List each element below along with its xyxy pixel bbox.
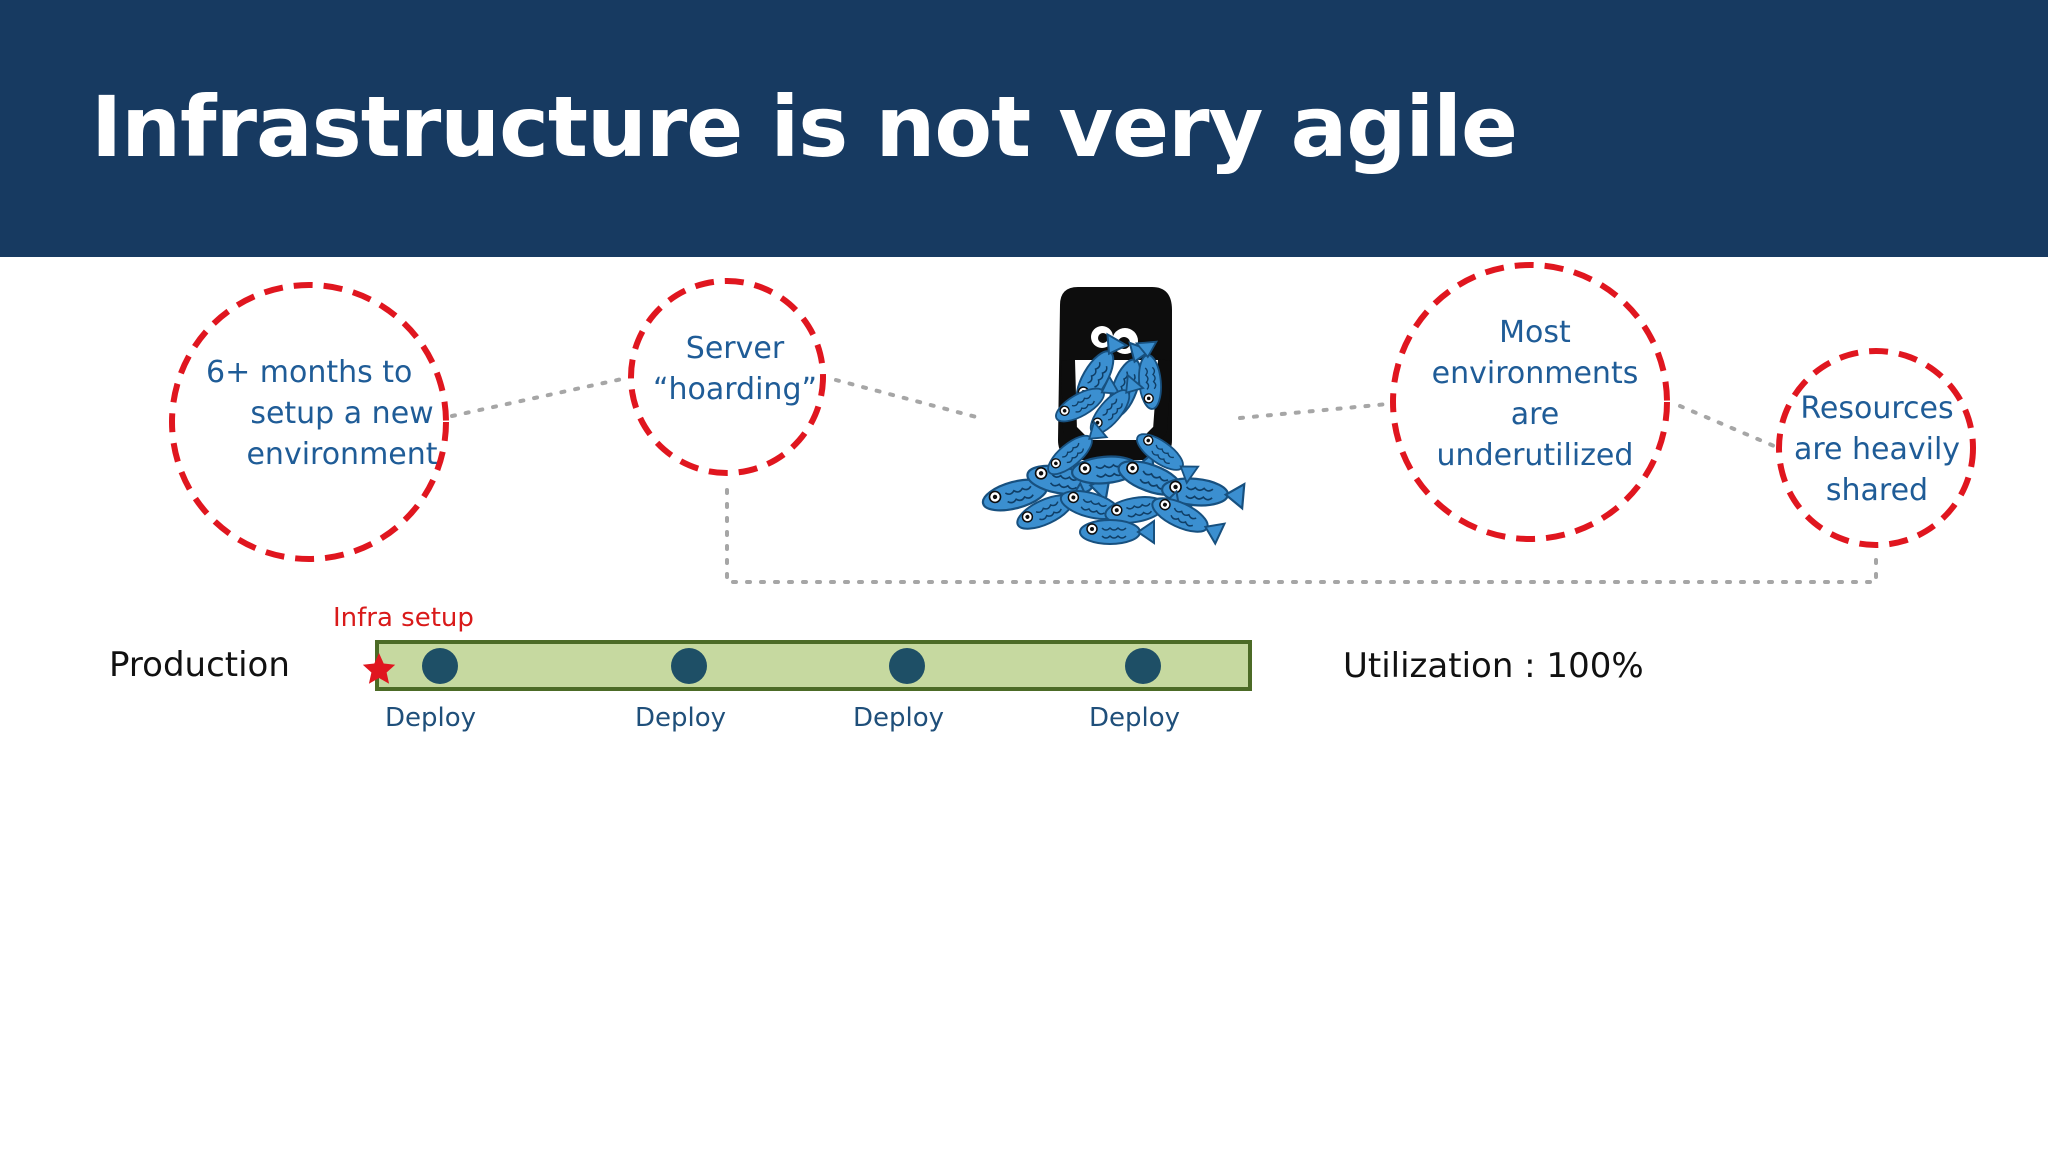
fish-icon <box>1136 433 1200 485</box>
production-label: Production <box>109 645 290 685</box>
bubble-underutilized-line-1: Most <box>1499 315 1571 350</box>
infra-setup-label: Infra setup <box>333 603 474 633</box>
deploy-dot-1 <box>422 648 458 684</box>
bubble-shared-resources-line-2: are heavily <box>1793 432 1961 467</box>
slide-title: Infrastructure is not very agile <box>91 78 1518 176</box>
bubble-underutilized-text: Most environments are underutilized <box>1400 312 1670 476</box>
deploy-label-2: Deploy <box>635 703 727 733</box>
bubble-underutilized-line-2: environments <box>1431 356 1639 391</box>
fish-pile <box>981 332 1246 546</box>
bubble-setup-time-text: 6+ months to setup a new environment <box>190 352 450 475</box>
bubble-setup-time-line-2: setup a new <box>250 396 434 431</box>
deploy-dot-2 <box>671 648 707 684</box>
bubble-shared-resources-line-3: shared <box>1825 473 1929 508</box>
fish-icon <box>1161 477 1246 511</box>
connector-bottom-bracket <box>725 488 1878 584</box>
deploy-label-3: Deploy <box>853 703 945 733</box>
bubble-setup-time-line-3: environment <box>246 437 438 472</box>
timeline-bar <box>375 640 1252 691</box>
connector-illustration-bubble3 <box>1238 402 1390 420</box>
bubble-underutilized-line-3: are <box>1510 397 1560 432</box>
fish-icon <box>1079 519 1155 545</box>
fish-icon <box>1134 340 1162 410</box>
bubbles <box>169 262 1976 562</box>
deploy-dot-3 <box>889 648 925 684</box>
bubble-setup-time <box>169 282 449 562</box>
penguin-fish-illustration <box>981 287 1246 546</box>
utilization-label: Utilization : 100% <box>1343 646 1644 686</box>
production-timeline <box>362 640 1252 691</box>
deploy-label-4: Deploy <box>1089 703 1181 733</box>
connector-bubble3-bubble4 <box>1678 404 1776 448</box>
bubble-shared-resources <box>1776 348 1976 548</box>
bubble-server-hoarding-line-2: “hoarding” <box>652 372 818 407</box>
bubble-server-hoarding-text: Server “hoarding” <box>633 328 837 410</box>
connectors <box>450 377 1878 584</box>
bubble-server-hoarding <box>628 278 826 476</box>
fish-icon <box>1055 374 1121 423</box>
bubble-shared-resources-text: Resources are heavily shared <box>1776 388 1978 511</box>
title-banner: Infrastructure is not very agile <box>0 0 2048 257</box>
bubble-server-hoarding-line-1: Server <box>685 331 785 366</box>
bubble-setup-time-line-1: 6+ months to <box>206 355 413 390</box>
bubble-shared-resources-line-1: Resources <box>1800 391 1954 426</box>
bubble-underutilized-line-4: underutilized <box>1436 438 1634 473</box>
infra-setup-star-icon <box>362 653 396 684</box>
connector-bubble2-illustration <box>834 378 982 420</box>
bubble-underutilized <box>1390 262 1670 542</box>
fish-icon <box>1047 420 1109 476</box>
fish-icon <box>1151 497 1227 546</box>
connector-bubble1-bubble2 <box>450 377 624 418</box>
deploy-dot-4 <box>1125 648 1161 684</box>
deploy-markers <box>422 648 1161 684</box>
deploy-label-1: Deploy <box>385 703 477 733</box>
